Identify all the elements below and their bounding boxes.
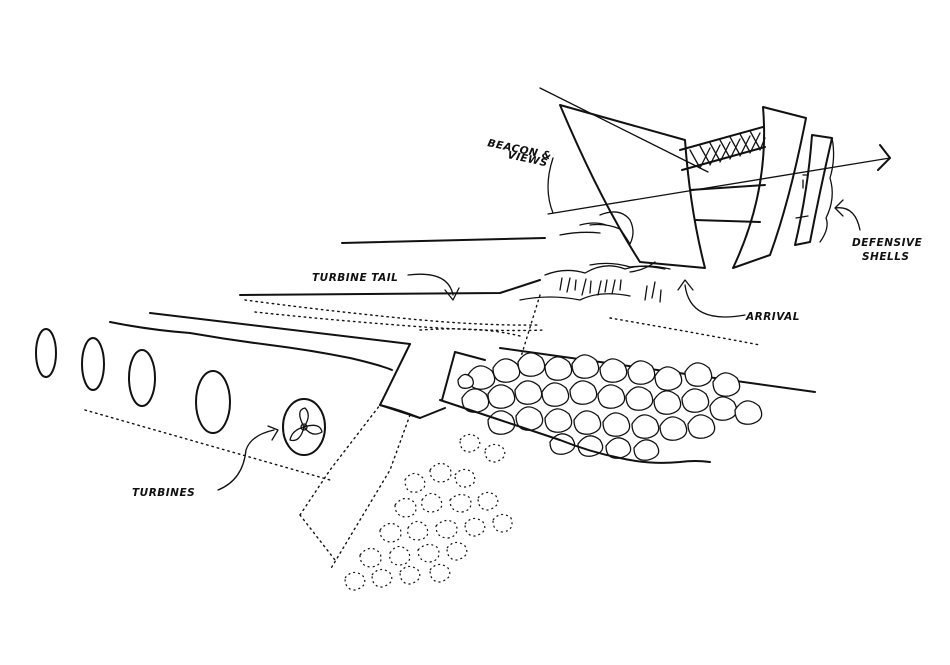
defensive-leader xyxy=(835,200,860,230)
turbine-opening-2 xyxy=(82,338,104,390)
reeds xyxy=(520,263,670,302)
defensive-shells xyxy=(540,88,890,272)
label-arrival: ARRIVAL xyxy=(745,311,800,323)
turbine-row-line xyxy=(85,410,330,480)
annotations: BEACON & VIEWS DEFENSIVE SHELLS TURBINE … xyxy=(132,137,923,499)
label-defensive-line1: DEFENSIVE xyxy=(852,237,923,249)
beacon-leader xyxy=(548,158,553,213)
turbine-fan-icon xyxy=(283,399,325,455)
submerged-rocks xyxy=(345,434,512,590)
gravel-band xyxy=(245,295,760,360)
label-turbines: TURBINES xyxy=(132,487,195,499)
arrival-leader xyxy=(678,280,745,317)
label-turbine-tail: TURBINE TAIL xyxy=(312,272,398,284)
turbine-row xyxy=(36,329,325,455)
shell-front xyxy=(560,105,705,268)
leaders xyxy=(218,158,860,490)
rock-bed xyxy=(458,353,762,460)
submerged-channel xyxy=(300,405,410,570)
turbine-opening-1 xyxy=(36,329,56,377)
turbine-opening-3 xyxy=(129,350,155,406)
turbine-opening-4 xyxy=(196,371,230,433)
turbines-leader xyxy=(218,426,278,490)
label-defensive-line2: SHELLS xyxy=(862,251,909,263)
turbine-tail-arrow xyxy=(408,274,459,300)
